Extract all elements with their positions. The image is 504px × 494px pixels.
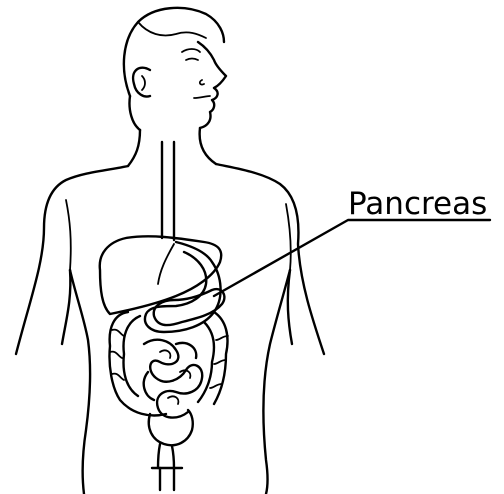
esophagus [162,142,174,240]
small-intestine [144,340,202,418]
pancreas-leader-line [214,220,490,296]
neck [128,128,216,166]
head [124,8,226,130]
pancreas-label: Pancreas [348,186,487,222]
rectum [149,410,193,490]
